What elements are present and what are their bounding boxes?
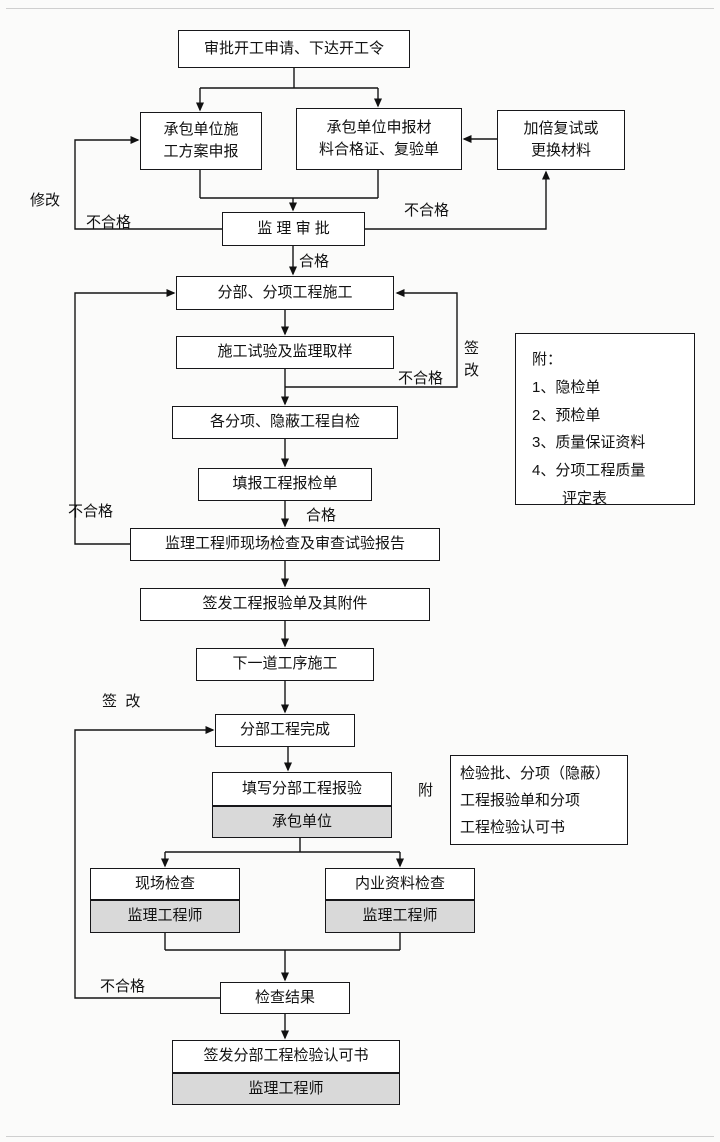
page-border-top bbox=[6, 8, 714, 9]
node-fill-section-report: 填写分部工程报验 bbox=[212, 772, 392, 806]
node-field-check-supervisor-tag: 监理工程师 bbox=[90, 900, 240, 933]
node-retest-replace: 加倍复试或 更换材料 bbox=[497, 110, 625, 170]
node-office-check: 内业资料检查 bbox=[325, 868, 475, 900]
label-attach: 附 bbox=[418, 782, 434, 799]
page-border-bottom bbox=[6, 1136, 714, 1137]
label-modify: 修改 bbox=[30, 192, 61, 209]
node-self-check: 各分项、隐蔽工程自检 bbox=[172, 406, 398, 439]
node-issue-form: 签发工程报验单及其附件 bbox=[140, 588, 430, 621]
label-fail-result: 不合格 bbox=[100, 978, 146, 995]
node-section-complete: 分部工程完成 bbox=[215, 714, 355, 747]
node-contractor-tag: 承包单位 bbox=[212, 806, 392, 838]
node-construction: 分部、分项工程施工 bbox=[176, 276, 394, 310]
label-fail-sitereview: 不合格 bbox=[68, 503, 114, 520]
label-pass-review: 合格 bbox=[299, 253, 330, 270]
node-plan-submission: 承包单位施 工方案申报 bbox=[140, 112, 262, 170]
node-material-submission: 承包单位申报材 料合格证、复验单 bbox=[296, 108, 462, 170]
node-check-result: 检查结果 bbox=[220, 982, 350, 1014]
label-sign-change-horizontal: 签 改 bbox=[102, 693, 141, 710]
node-certificate-supervisor-tag: 监理工程师 bbox=[172, 1073, 400, 1105]
node-field-check: 现场检查 bbox=[90, 868, 240, 900]
label-sign-change-vertical: 签改 bbox=[462, 340, 479, 384]
node-start-approval: 审批开工申请、下达开工令 bbox=[178, 30, 410, 68]
node-supervisor-review: 监 理 审 批 bbox=[222, 212, 365, 246]
label-fail-selfcheck: 不合格 bbox=[398, 370, 444, 387]
label-pass-checkform: 合格 bbox=[306, 507, 337, 524]
node-office-check-supervisor-tag: 监理工程师 bbox=[325, 900, 475, 933]
node-issue-certificate: 签发分部工程检验认可书 bbox=[172, 1040, 400, 1073]
note-attachment-list: 附： 1、隐检单 2、预检单 3、质量保证资料 4、分项工程质量 评定表 bbox=[515, 333, 695, 507]
label-fail-right-top: 不合格 bbox=[404, 202, 450, 219]
node-fill-check-form: 填报工程报检单 bbox=[198, 468, 372, 501]
note-report-attachments: 检验批、分项（隐蔽） 工程报验单和分项 工程检验认可书 bbox=[450, 755, 628, 845]
node-test-sampling: 施工试验及监理取样 bbox=[176, 336, 394, 369]
label-fail-left-top: 不合格 bbox=[86, 214, 132, 231]
node-site-review: 监理工程师现场检查及审查试验报告 bbox=[130, 528, 440, 561]
node-next-process: 下一道工序施工 bbox=[196, 648, 374, 681]
